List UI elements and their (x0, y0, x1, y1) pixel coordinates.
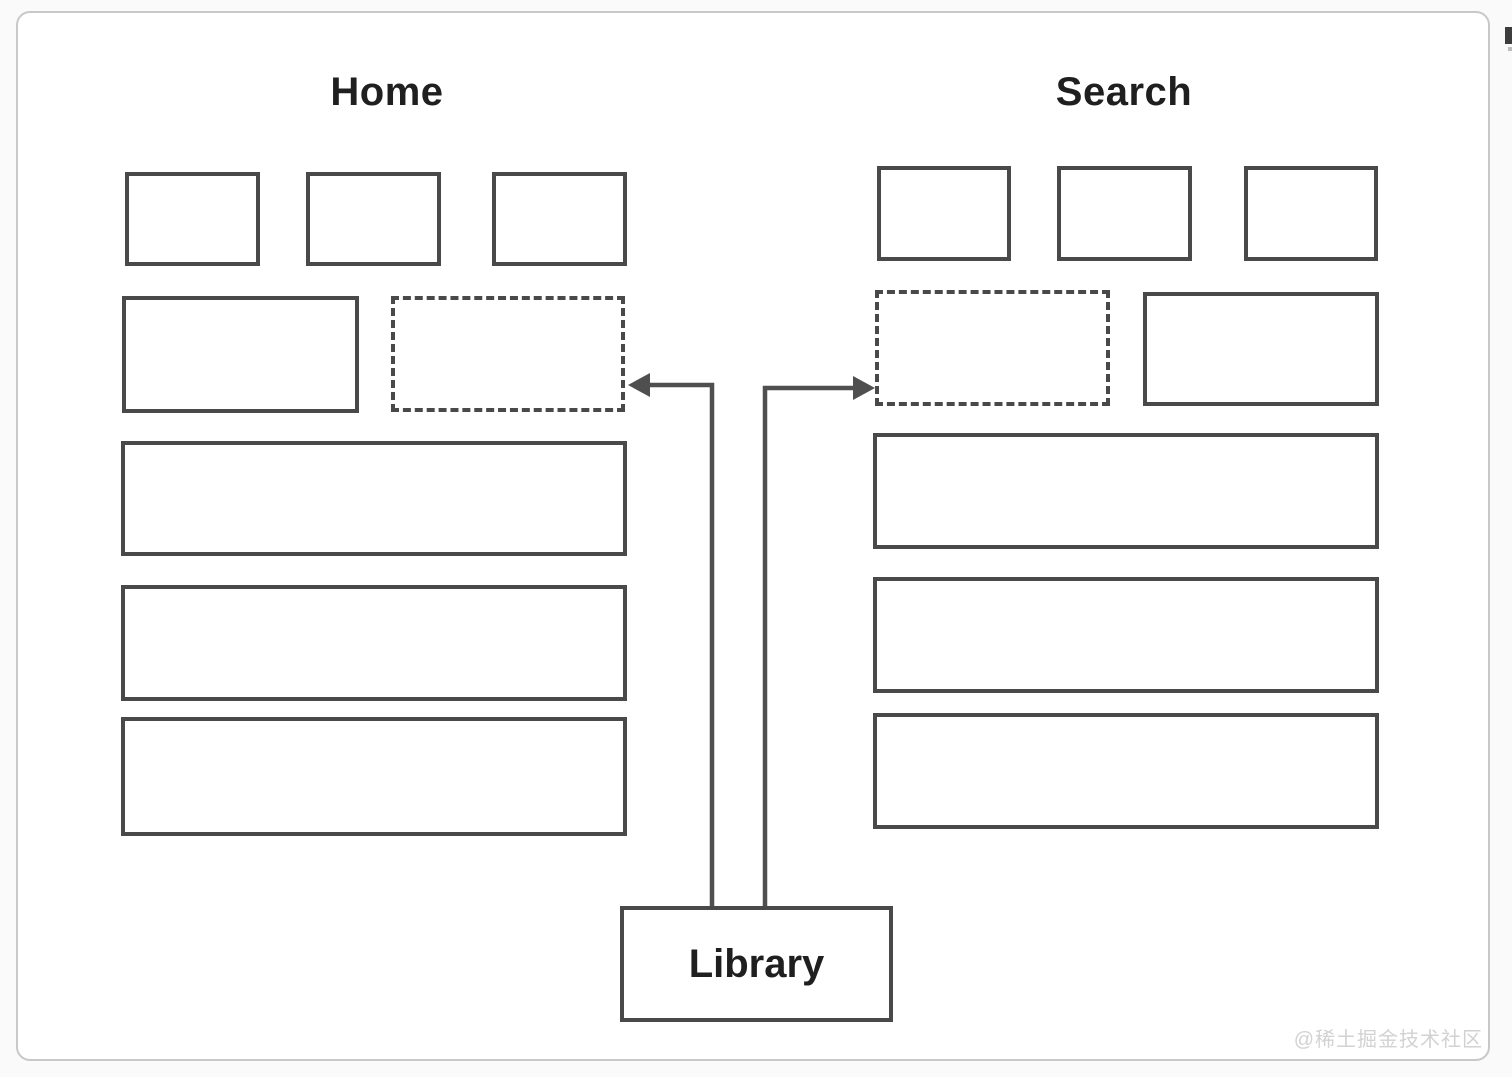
home-library-slot-dashed-box (391, 296, 625, 412)
clipped-edge-fragment (1505, 27, 1512, 44)
home-panel-title: Home (330, 70, 444, 114)
search-panel-title: Search (1055, 70, 1193, 114)
home-medium-box-solid (122, 296, 359, 413)
home-thumbnail-box-2 (306, 172, 441, 266)
library-label: Library (688, 941, 825, 986)
home-thumbnail-box-1 (125, 172, 260, 266)
home-wide-box-2 (121, 585, 627, 701)
search-wide-box-3 (873, 713, 1379, 829)
library-box: Library (620, 906, 893, 1022)
watermark-text: @稀土掘金技术社区 (1293, 1029, 1483, 1051)
home-thumbnail-box-3 (492, 172, 627, 266)
home-wide-box-1 (121, 441, 627, 556)
search-wide-box-2 (873, 577, 1379, 693)
clipped-edge-dot (1508, 47, 1512, 51)
search-thumbnail-box-2 (1057, 166, 1192, 261)
search-thumbnail-box-1 (877, 166, 1011, 261)
search-wide-box-1 (873, 433, 1379, 549)
search-thumbnail-box-3 (1244, 166, 1378, 261)
search-library-slot-dashed-box (875, 290, 1110, 406)
search-medium-box-solid (1143, 292, 1379, 406)
home-wide-box-3 (121, 717, 627, 836)
